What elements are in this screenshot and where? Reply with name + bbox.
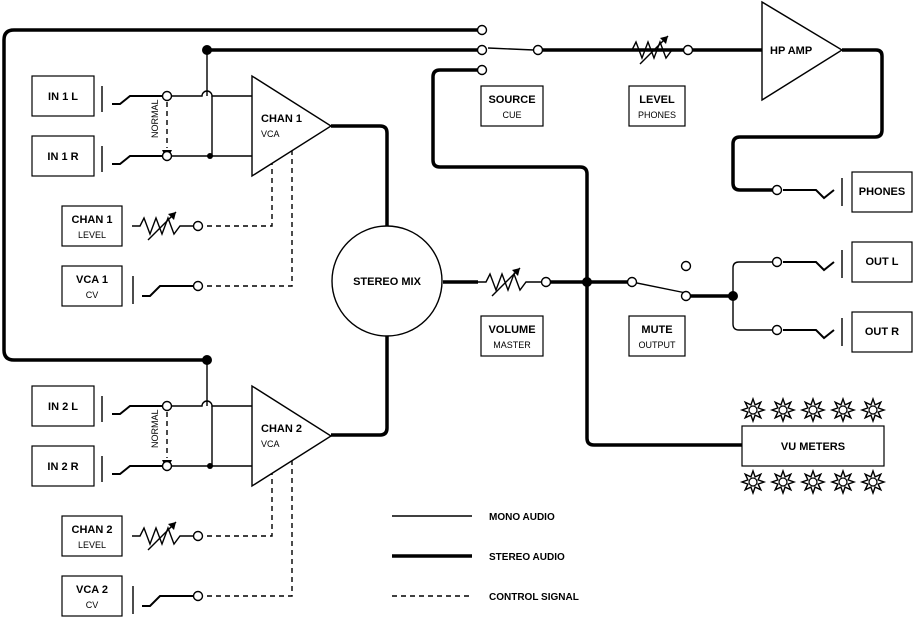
vu-meters-label: VU METERS — [781, 441, 845, 453]
input-in2r-box: IN 2 R — [31, 445, 95, 487]
vca1-cv-title: VCA 1 — [76, 274, 108, 286]
input-in1l-box: IN 1 L — [31, 75, 95, 117]
mute-output-title: MUTE — [641, 324, 672, 336]
vu-led-icons — [739, 396, 887, 496]
vca2-cv-sub: CV — [86, 600, 99, 610]
stereo-wiring — [2, 28, 884, 447]
stereo-mix: STEREO MIX — [331, 225, 443, 337]
legend-mono-label: MONO AUDIO — [489, 512, 555, 523]
volume-master-box: VOLUME MASTER — [480, 315, 544, 357]
input-in1l-label: IN 1 L — [48, 91, 78, 103]
chan2-sub: VCA — [261, 439, 280, 449]
phones-box: PHONES — [851, 171, 913, 213]
vca2-cv-box: VCA 2 CV — [61, 575, 123, 617]
level-phones-sub: PHONES — [638, 110, 676, 120]
chan1-level-box: CHAN 1 LEVEL — [61, 205, 123, 247]
input-in1r-box: IN 1 R — [31, 135, 95, 177]
volume-master-title: VOLUME — [488, 324, 535, 336]
hp-amp-label: HP AMP — [770, 45, 812, 57]
out-l-box: OUT L — [851, 241, 913, 283]
chan2-title: CHAN 2 — [261, 423, 302, 435]
out-r-label: OUT R — [865, 326, 899, 338]
chan1-title: CHAN 1 — [261, 113, 302, 125]
pots — [132, 35, 680, 551]
source-cue-sub: CUE — [502, 110, 521, 120]
vu-led-center — [778, 477, 788, 487]
out-r-box: OUT R — [851, 311, 913, 353]
phones-label: PHONES — [859, 186, 905, 198]
chan1-level-sub: LEVEL — [78, 230, 106, 240]
chan2-level-sub: LEVEL — [78, 540, 106, 550]
volume-master-sub: MASTER — [493, 340, 531, 350]
legend: MONO AUDIO STEREO AUDIO CONTROL SIGNAL — [392, 512, 579, 603]
jack-sleeves — [101, 86, 843, 614]
mute-output-sub: OUTPUT — [639, 340, 677, 350]
chan2-level-title: CHAN 2 — [72, 524, 113, 536]
chan2-vca: CHAN 2 VCA — [251, 384, 333, 488]
vu-meters: VU METERS — [741, 425, 885, 467]
chan1-sub: VCA — [261, 129, 280, 139]
legend-control-label: CONTROL SIGNAL — [489, 592, 579, 603]
stereo-mix-label: STEREO MIX — [353, 276, 422, 288]
input-in2l-box: IN 2 L — [31, 385, 95, 427]
chan2-level-box: CHAN 2 LEVEL — [61, 515, 123, 557]
mute-output-box: MUTE OUTPUT — [628, 315, 686, 357]
vca1-cv-sub: CV — [86, 290, 99, 300]
source-cue-title: SOURCE — [488, 94, 535, 106]
source-cue-box: SOURCE CUE — [480, 85, 544, 127]
chan1-level-title: CHAN 1 — [72, 214, 113, 226]
control-wiring — [166, 102, 293, 597]
legend-stereo-label: STEREO AUDIO — [489, 552, 565, 563]
chan1-vca: CHAN 1 VCA — [251, 74, 333, 178]
input-in2l-label: IN 2 L — [48, 401, 78, 413]
normal-label-1: NORMAL — [150, 99, 160, 138]
vu-led-center — [838, 477, 848, 487]
input-in2r-label: IN 2 R — [47, 461, 78, 473]
nodes — [161, 24, 783, 602]
out-l-label: OUT L — [866, 256, 899, 268]
vu-led-center — [808, 477, 818, 487]
vu-led-center — [748, 477, 758, 487]
vca1-cv-box: VCA 1 CV — [61, 265, 123, 307]
vu-led-center — [778, 405, 788, 415]
input-jacks — [112, 95, 835, 607]
vu-led-center — [868, 405, 878, 415]
vu-led-center — [748, 405, 758, 415]
vu-led-center — [808, 405, 818, 415]
level-phones-title: LEVEL — [639, 94, 675, 106]
normal-label-2: NORMAL — [150, 409, 160, 448]
vca2-cv-title: VCA 2 — [76, 584, 108, 596]
junctions — [202, 45, 738, 469]
level-phones-box: LEVEL PHONES — [628, 85, 686, 127]
vu-led-center — [868, 477, 878, 487]
input-in1r-label: IN 1 R — [47, 151, 78, 163]
hp-amp: HP AMP — [761, 0, 844, 102]
vu-led-center — [838, 405, 848, 415]
